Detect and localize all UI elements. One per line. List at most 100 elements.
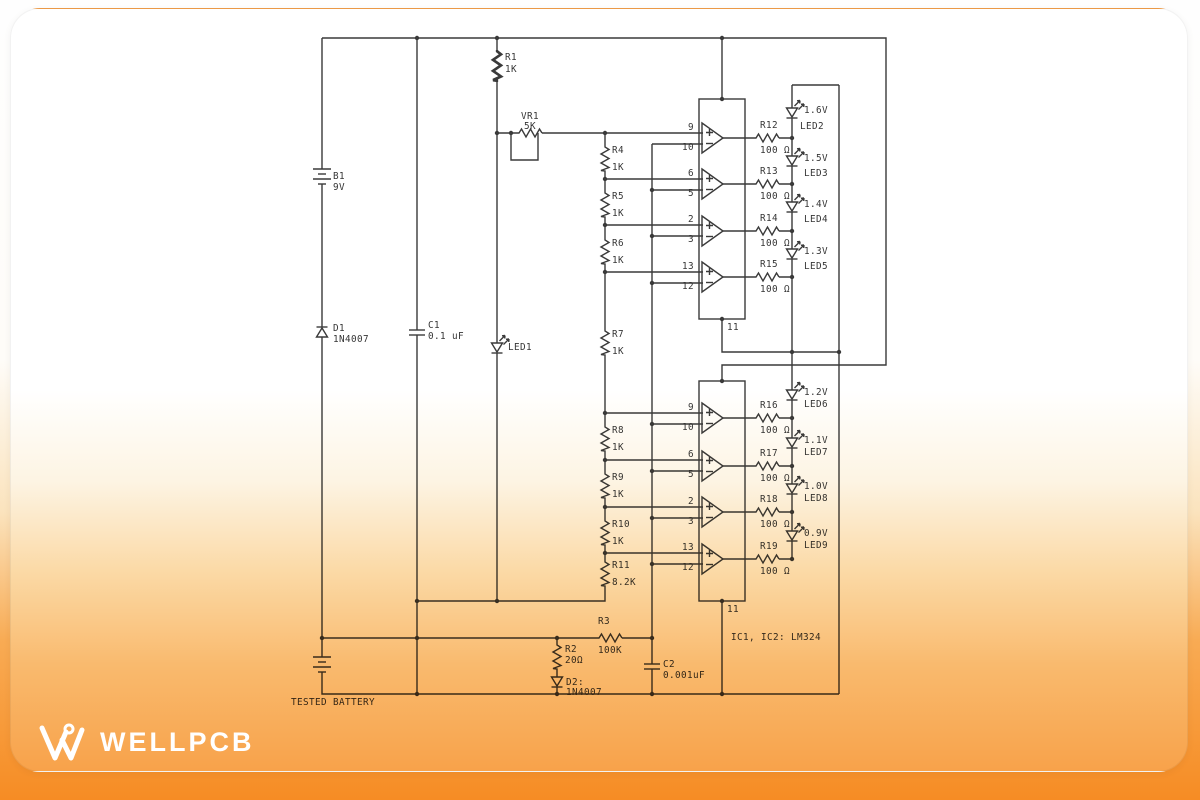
r2-val-label: 20Ω <box>565 655 583 666</box>
r5-val-label: 1K <box>612 208 624 219</box>
resistor-r17-symbol <box>754 461 780 471</box>
led5-ref-label: LED5 <box>804 261 828 272</box>
r12-val-label: 100 Ω <box>760 145 790 156</box>
resistor-r13-symbol <box>754 179 780 189</box>
opamp-ic1d <box>701 261 724 293</box>
schematic-card <box>10 8 1188 772</box>
r13-val-label: 100 Ω <box>760 191 790 202</box>
led4-voltage-label: 1.4V <box>804 199 828 210</box>
ic2-pin11-label: 11 <box>727 604 739 615</box>
led7-voltage-label: 1.1V <box>804 435 828 446</box>
r15-ref-label: R15 <box>760 259 778 270</box>
ic2-pin12-label: 12 <box>682 562 694 573</box>
r19-val-label: 100 Ω <box>760 566 790 577</box>
r11-val-label: 8.2K <box>612 577 636 588</box>
r5-ref-label: R5 <box>612 191 624 202</box>
ic1-pin10-label: 10 <box>682 142 694 153</box>
led3-voltage-label: 1.5V <box>804 153 828 164</box>
tested-battery-symbol <box>312 656 332 673</box>
resistor-r6-symbol <box>600 238 610 266</box>
resistor-r5-symbol <box>600 191 610 219</box>
r8-ref-label: R8 <box>612 425 624 436</box>
b1-val-label: 9V <box>333 182 345 193</box>
resistor-r4-symbol <box>600 145 610 173</box>
c2-val-label: 0.001uF <box>663 670 705 681</box>
ic2-pin10-label: 10 <box>682 422 694 433</box>
r17-val-label: 100 Ω <box>760 473 790 484</box>
ic1-pin3-label: 3 <box>688 234 694 245</box>
resistor-r11-symbol <box>600 560 610 588</box>
ic1-outline <box>698 98 746 320</box>
resistor-r7-symbol <box>600 329 610 357</box>
wellpcb-logo: WELLPCB <box>36 718 254 766</box>
capacitor-c1-symbol <box>408 329 426 336</box>
r8-val-label: 1K <box>612 442 624 453</box>
r7-val-label: 1K <box>612 346 624 357</box>
led2-symbol <box>785 99 805 119</box>
symbols <box>312 50 805 688</box>
diode-d1-symbol <box>315 326 329 338</box>
resistor-r15-symbol <box>754 272 780 282</box>
capacitor-c2-symbol <box>643 663 661 670</box>
resistor-r19-symbol <box>754 554 780 564</box>
r9-val-label: 1K <box>612 489 624 500</box>
ic2-pin2-label: 2 <box>688 496 694 507</box>
c1-val-label: 0.1 uF <box>428 331 464 342</box>
r18-ref-label: R18 <box>760 494 778 505</box>
resistor-r12-symbol <box>754 133 780 143</box>
opamp-ic1a <box>701 122 724 154</box>
opamp-ic1b <box>701 168 724 200</box>
r4-ref-label: R4 <box>612 145 624 156</box>
r3-ref-label: R3 <box>598 616 610 627</box>
ic2-outline <box>698 380 746 602</box>
r14-ref-label: R14 <box>760 213 778 224</box>
resistor-r16-symbol <box>754 413 780 423</box>
wires <box>321 37 887 695</box>
r2-ref-label: R2 <box>565 644 577 655</box>
led5-voltage-label: 1.3V <box>804 246 828 257</box>
opamp-ic1c <box>701 215 724 247</box>
junction-dots <box>319 35 842 697</box>
led8-ref-label: LED8 <box>804 493 828 504</box>
ic2-pin9-label: 9 <box>688 402 694 413</box>
ic1-pin11-label: 11 <box>727 322 739 333</box>
r15-val-label: 100 Ω <box>760 284 790 295</box>
ic2-pin3-label: 3 <box>688 516 694 527</box>
wellpcb-logo-icon <box>39 723 85 761</box>
vr1-ref-label: VR1 <box>521 111 539 122</box>
r16-val-label: 100 Ω <box>760 425 790 436</box>
led6-symbol <box>785 381 805 401</box>
wellpcb-logo-text: WELLPCB <box>100 726 255 757</box>
led6-voltage-label: 1.2V <box>804 387 828 398</box>
led1-ref-label: LED1 <box>508 342 532 353</box>
r1-ref-label: R1 <box>505 52 517 63</box>
vr1-val-label: 5K <box>524 121 536 132</box>
led8-voltage-label: 1.0V <box>804 481 828 492</box>
r19-ref-label: R19 <box>760 541 778 552</box>
led9-ref-label: LED9 <box>804 540 828 551</box>
r10-ref-label: R10 <box>612 519 630 530</box>
led1-symbol <box>490 334 510 354</box>
ic1-pin2-label: 2 <box>688 214 694 225</box>
ic-note-label: IC1, IC2: LM324 <box>731 632 821 643</box>
ic2-pin6-label: 6 <box>688 449 694 460</box>
c1-ref-label: C1 <box>428 320 440 331</box>
opamp-ic2a <box>701 402 724 434</box>
d2-ref-label: D2: <box>566 677 584 688</box>
r3-val-label: 100K <box>598 645 622 656</box>
led2-voltage-label: 1.6V <box>804 105 828 116</box>
r17-ref-label: R17 <box>760 448 778 459</box>
labels: B1 9V D1 1N4007 C1 0.1 uF R1 1K VR1 5K L… <box>291 52 828 708</box>
ic2-pin5-label: 5 <box>688 469 694 480</box>
c2-ref-label: C2 <box>663 659 675 670</box>
opamp-ic2d <box>701 543 724 575</box>
r4-val-label: 1K <box>612 162 624 173</box>
r13-ref-label: R13 <box>760 166 778 177</box>
led7-ref-label: LED7 <box>804 447 828 458</box>
tested-battery-label: TESTED BATTERY <box>291 697 375 708</box>
led9-voltage-label: 0.9V <box>804 528 828 539</box>
d1-ref-label: D1 <box>333 323 345 334</box>
led2-ref-label: LED2 <box>800 121 824 132</box>
